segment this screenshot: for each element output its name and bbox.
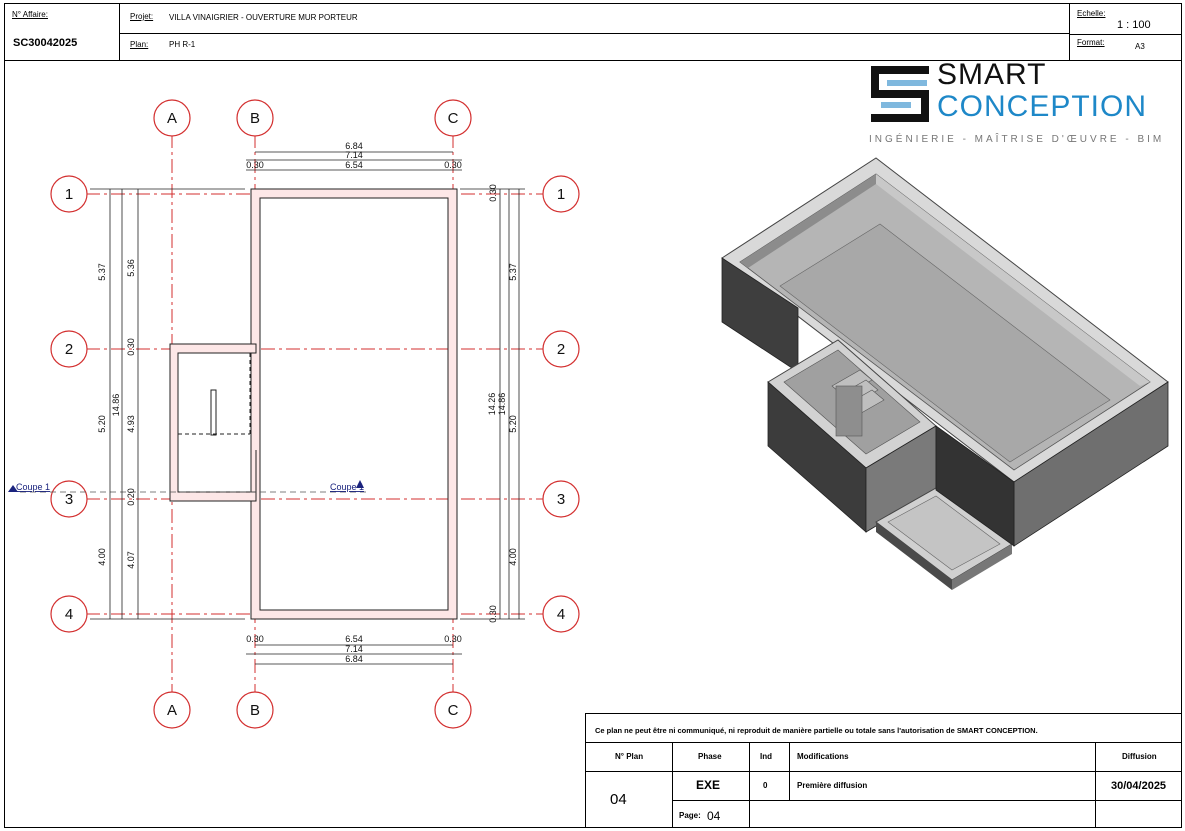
grid-label-1-right: 1 <box>557 186 565 203</box>
col-header-diffusion: Diffusion <box>1122 752 1157 761</box>
logo-tagline: INGÉNIERIE - MAÎTRISE D'ŒUVRE - BIM <box>869 134 1165 145</box>
floor-plan: A B C A B C 1 2 3 4 1 2 3 4 Coupe 1 Coup… <box>8 99 580 729</box>
dim-left-inner-1: 0.30 <box>126 338 136 356</box>
logo-word-conception: CONCEPTION <box>937 90 1148 123</box>
dim-right-4: 5.20 <box>508 415 518 433</box>
ind-value: 0 <box>763 781 768 790</box>
dim-left-inner-2: 14.86 <box>111 394 121 417</box>
logo-word-smart: SMART <box>937 58 1047 91</box>
grid-label-2-left: 2 <box>65 341 73 358</box>
grid-label-2-right: 2 <box>557 341 565 358</box>
projet-label: Projet: <box>130 12 154 21</box>
section-label-left: Coupe 1 <box>16 482 50 492</box>
grid-label-4-left: 4 <box>65 606 73 623</box>
dim-right-5: 4.00 <box>508 548 518 566</box>
dim-bottom-3: 7.14 <box>345 644 363 654</box>
format-label: Format: <box>1077 38 1105 47</box>
grid-label-1-left: 1 <box>65 186 73 203</box>
dim-bottom-0: 0.30 <box>246 634 264 644</box>
modification-value: Première diffusion <box>797 781 868 790</box>
dim-bottom-4: 6.84 <box>345 654 363 664</box>
diffusion-date: 30/04/2025 <box>1111 780 1167 792</box>
col-header-phase: Phase <box>698 752 722 761</box>
grid-label-b-top: B <box>250 110 260 127</box>
grid-label-4-right: 4 <box>557 606 565 623</box>
col-header-modifications: Modifications <box>797 752 849 761</box>
dim-left-inner-4: 0.20 <box>126 488 136 506</box>
page-value: 04 <box>707 809 721 823</box>
section-label-right: Coupe 1 <box>330 482 364 492</box>
dim-left-inner-0: 5.36 <box>126 259 136 277</box>
affaire-value: SC30042025 <box>13 37 78 49</box>
grid-label-c-top: C <box>448 110 459 127</box>
grid-label-c-bottom: C <box>448 702 459 719</box>
dim-right-3: 14.86 <box>497 393 507 416</box>
affaire-label: N° Affaire: <box>12 10 48 19</box>
dim-top-2: 0.30 <box>246 160 264 170</box>
dim-bottom-2: 0.30 <box>444 634 462 644</box>
dim-left-outer-2: 4.00 <box>97 548 107 566</box>
title-block: Ce plan ne peut être ni communiqué, ni r… <box>585 713 1182 828</box>
dim-left-inner-3: 4.93 <box>126 415 136 433</box>
dim-bottom-1: 6.54 <box>345 634 363 644</box>
company-logo: SMART CONCEPTION INGÉNIERIE - MAÎTRISE D… <box>865 58 1183 152</box>
col-header-plan: N° Plan <box>615 752 644 761</box>
legal-notice: Ce plan ne peut être ni communiqué, ni r… <box>595 726 1038 735</box>
echelle-label: Echelle: <box>1077 9 1106 18</box>
phase-value: EXE <box>696 778 721 792</box>
dim-right-0: 0.30 <box>488 184 498 202</box>
header-echelle-cell: Echelle: 1 : 100 Format: A3 <box>1069 3 1182 61</box>
grid-label-3-left: 3 <box>65 491 73 508</box>
isometric-3d-view <box>721 157 1169 590</box>
dim-left-inner-5: 4.07 <box>126 551 136 569</box>
plan-label: Plan: <box>130 40 149 49</box>
col-header-ind: Ind <box>760 752 772 761</box>
grid-label-b-bottom: B <box>250 702 260 719</box>
format-value: A3 <box>1135 42 1145 51</box>
dim-left-outer-1: 5.20 <box>97 415 107 433</box>
dim-top-1: 7.14 <box>345 150 363 160</box>
dim-top-3: 6.54 <box>345 160 363 170</box>
dim-top-0: 6.84 <box>345 141 363 151</box>
grid-label-3-right: 3 <box>557 491 565 508</box>
grid-label-a-bottom: A <box>167 702 177 719</box>
plan-value: PH R-1 <box>169 40 196 49</box>
grid-label-a-top: A <box>167 110 177 127</box>
logo-mark-icon <box>871 66 929 122</box>
dim-top-4: 0.30 <box>444 160 462 170</box>
dim-left-outer-0: 5.37 <box>97 263 107 281</box>
echelle-value: 1 : 100 <box>1117 19 1151 31</box>
dim-right-6: 0.30 <box>488 605 498 623</box>
page-label: Page: <box>679 811 701 820</box>
plan-number: 04 <box>610 791 627 808</box>
dim-right-2: 14.26 <box>487 393 497 416</box>
projet-value: VILLA VINAIGRIER - OUVERTURE MUR PORTEUR <box>169 13 358 22</box>
dim-right-1: 5.37 <box>508 263 518 281</box>
